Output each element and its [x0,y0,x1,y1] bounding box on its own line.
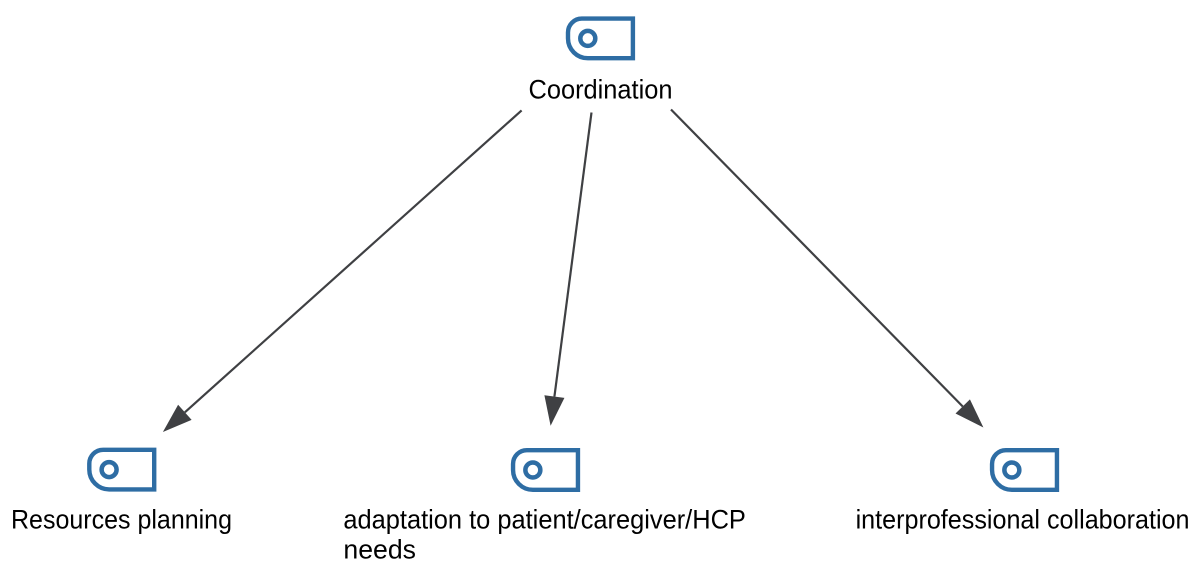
svg-text:needs: needs [343,534,416,564]
svg-text:Resources planning: Resources planning [11,505,232,535]
svg-text:adaptation to patient/caregive: adaptation to patient/caregiver/HCP [343,505,746,535]
svg-text:interprofessional collaboratio: interprofessional collaboration [856,505,1190,535]
svg-text:Coordination: Coordination [529,75,673,105]
